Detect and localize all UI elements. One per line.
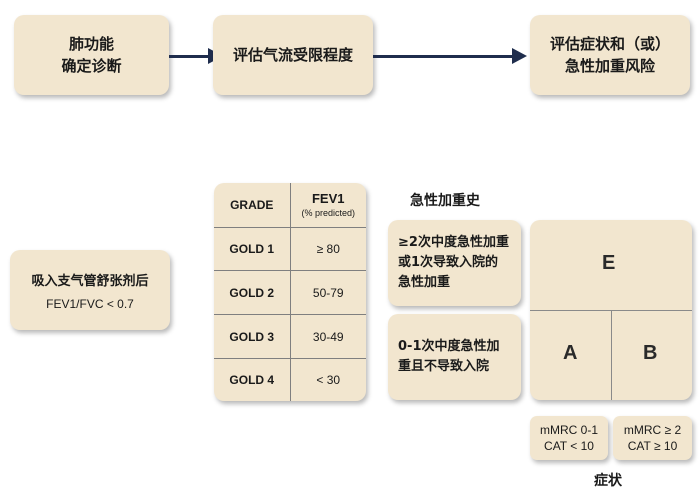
- criteria-title: 吸入支气管舒张剂后: [31, 273, 149, 289]
- high-symptom-box: mMRC ≥ 2 CAT ≥ 10: [613, 416, 692, 460]
- abe-group-grid: E A B: [530, 220, 692, 400]
- fev1-column-header: FEV1 (% predicted): [290, 183, 366, 228]
- grid-vertical-divider: [611, 310, 612, 400]
- table-row: GOLD 2 50-79: [214, 270, 366, 316]
- gold-grade-table: GRADE FEV1 (% predicted) GOLD 1 ≥ 80 GOL…: [214, 183, 366, 401]
- low-symptom-mmrc: mMRC 0-1: [539, 423, 598, 437]
- low-exacerbation-box: 0-1次中度急性加重且不导致入院: [388, 314, 521, 400]
- fev1-header-sublabel: (% predicted): [301, 208, 356, 219]
- group-e-label: E: [602, 252, 616, 274]
- table-header-row: GRADE FEV1 (% predicted): [214, 183, 366, 228]
- flow-arrow-2: [373, 48, 527, 64]
- grade-column-header: GRADE: [214, 183, 291, 228]
- criteria-value: FEV1/FVC < 0.7: [46, 296, 134, 311]
- fev1-cell: ≥ 80: [290, 227, 366, 272]
- spirometry-criteria-box: 吸入支气管舒张剂后 FEV1/FVC < 0.7: [10, 250, 170, 330]
- high-symptom-mmrc: mMRC ≥ 2: [623, 423, 682, 437]
- fev1-cell: < 30: [316, 373, 341, 388]
- grade-cell: GOLD 4: [214, 358, 291, 401]
- table-row: GOLD 3 30-49: [214, 314, 366, 360]
- symptom-risk-step-box: 评估症状和（或） 急性加重风险: [530, 15, 690, 95]
- group-a-label: A: [563, 342, 578, 364]
- table-row: GOLD 4 < 30: [214, 358, 366, 401]
- grade-cell: GOLD 1: [214, 227, 291, 272]
- diagnosis-step-box: 肺功能 确定诊断: [14, 15, 169, 95]
- high-symptom-cat: CAT ≥ 10: [627, 439, 678, 453]
- flow-arrow-1: [169, 48, 223, 64]
- exacerbation-history-title: 急性加重史: [410, 193, 480, 209]
- airflow-assessment-step-box: 评估气流受限程度: [213, 15, 373, 95]
- symptoms-title: 症状: [594, 473, 622, 489]
- low-symptom-cat: CAT < 10: [544, 439, 594, 453]
- high-exacerbation-box: ≥2次中度急性加重或1次导致入院的急性加重: [388, 220, 521, 306]
- low-symptom-box: mMRC 0-1 CAT < 10: [530, 416, 608, 460]
- fev1-cell: 50-79: [290, 270, 366, 316]
- group-b-label: B: [643, 342, 658, 364]
- fev1-cell: 30-49: [290, 314, 366, 360]
- grade-cell: GOLD 2: [214, 270, 291, 316]
- grade-cell: GOLD 3: [214, 314, 291, 360]
- fev1-header-label: FEV1: [311, 191, 345, 207]
- table-row: GOLD 1 ≥ 80: [214, 227, 366, 272]
